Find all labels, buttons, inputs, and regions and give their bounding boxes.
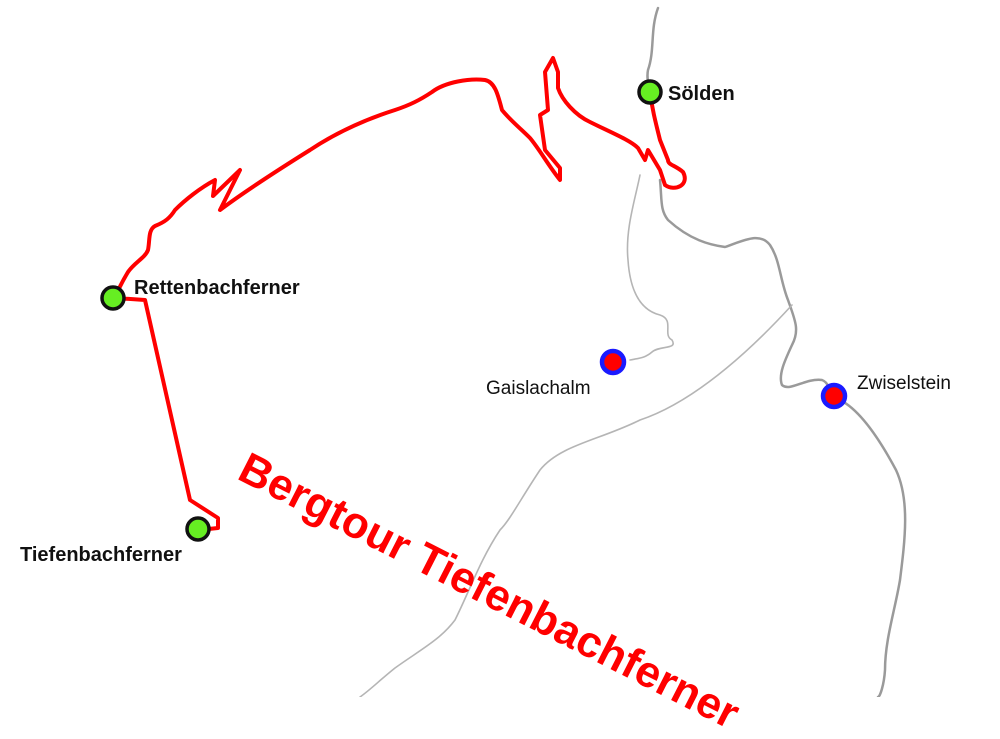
waypoint-marker-soelden[interactable] [637, 79, 663, 105]
village-marker-zwiselstein[interactable] [820, 382, 848, 410]
village-marker-gaislachalm[interactable] [599, 348, 627, 376]
road-main-valley [646, 6, 907, 697]
place-label-tiefenbachferner: Tiefenbachferner [20, 544, 182, 566]
waypoint-marker-tiefenbachferner[interactable] [185, 516, 211, 542]
place-label-gaislachalm: Gaislachalm [486, 378, 591, 399]
place-label-soelden: Sölden [668, 83, 735, 105]
waypoint-marker-rettenbachferner[interactable] [100, 285, 126, 311]
road-gaislachalm [626, 174, 674, 361]
route-map [100, 6, 907, 697]
place-label-zwiselstein: Zwiselstein [857, 373, 951, 394]
road-side-valley [359, 304, 793, 697]
place-label-rettenbachferner: Rettenbachferner [134, 277, 300, 299]
hiking-route [113, 56, 687, 532]
